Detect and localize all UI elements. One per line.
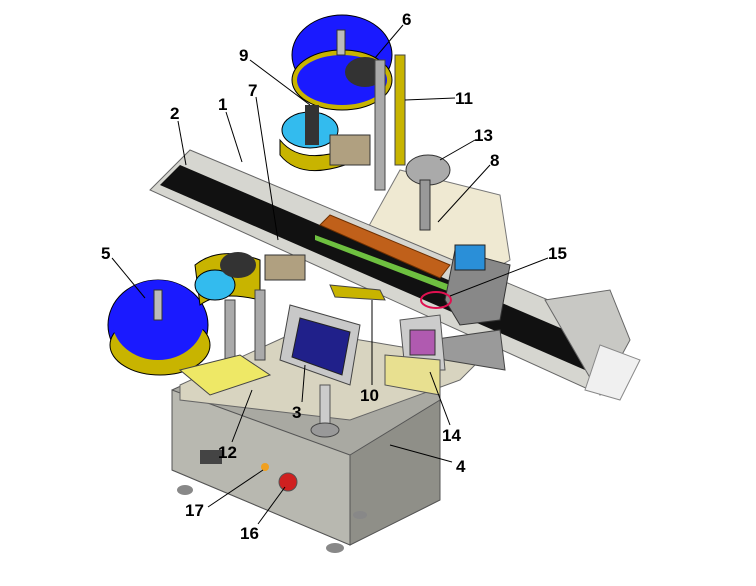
callout-8: 8 [490, 151, 499, 170]
callout-1: 1 [218, 95, 227, 114]
positioning-unit [384, 244, 511, 396]
foot [326, 543, 344, 553]
front-labeling-head [107, 252, 386, 396]
callout-7: 7 [248, 81, 257, 100]
callout-6: 6 [402, 10, 411, 29]
callout-13: 13 [474, 126, 493, 145]
indicator-light [261, 463, 269, 471]
callout-16: 16 [240, 524, 259, 543]
callout-17: 17 [185, 501, 204, 520]
leader-lines [111, 24, 549, 525]
power-socket [200, 450, 222, 464]
callout-12: 12 [218, 443, 237, 462]
foot [177, 485, 193, 495]
callout-11: 11 [455, 89, 473, 108]
callout-4: 4 [456, 457, 466, 476]
callout-10: 10 [360, 386, 379, 405]
callout-5: 5 [101, 244, 110, 263]
callouts: 1 2 3 4 5 6 7 8 9 10 11 12 13 14 15 16 1… [101, 10, 567, 543]
touch-screen [279, 304, 361, 438]
callout-3: 3 [292, 403, 301, 422]
callout-9: 9 [239, 46, 248, 65]
guide-rail [319, 214, 451, 279]
callout-14: 14 [442, 426, 461, 445]
foot [353, 511, 367, 519]
emergency-stop-button [278, 472, 298, 492]
callout-2: 2 [170, 104, 179, 123]
rear-labeling-head [279, 14, 451, 231]
callout-15: 15 [548, 244, 567, 263]
